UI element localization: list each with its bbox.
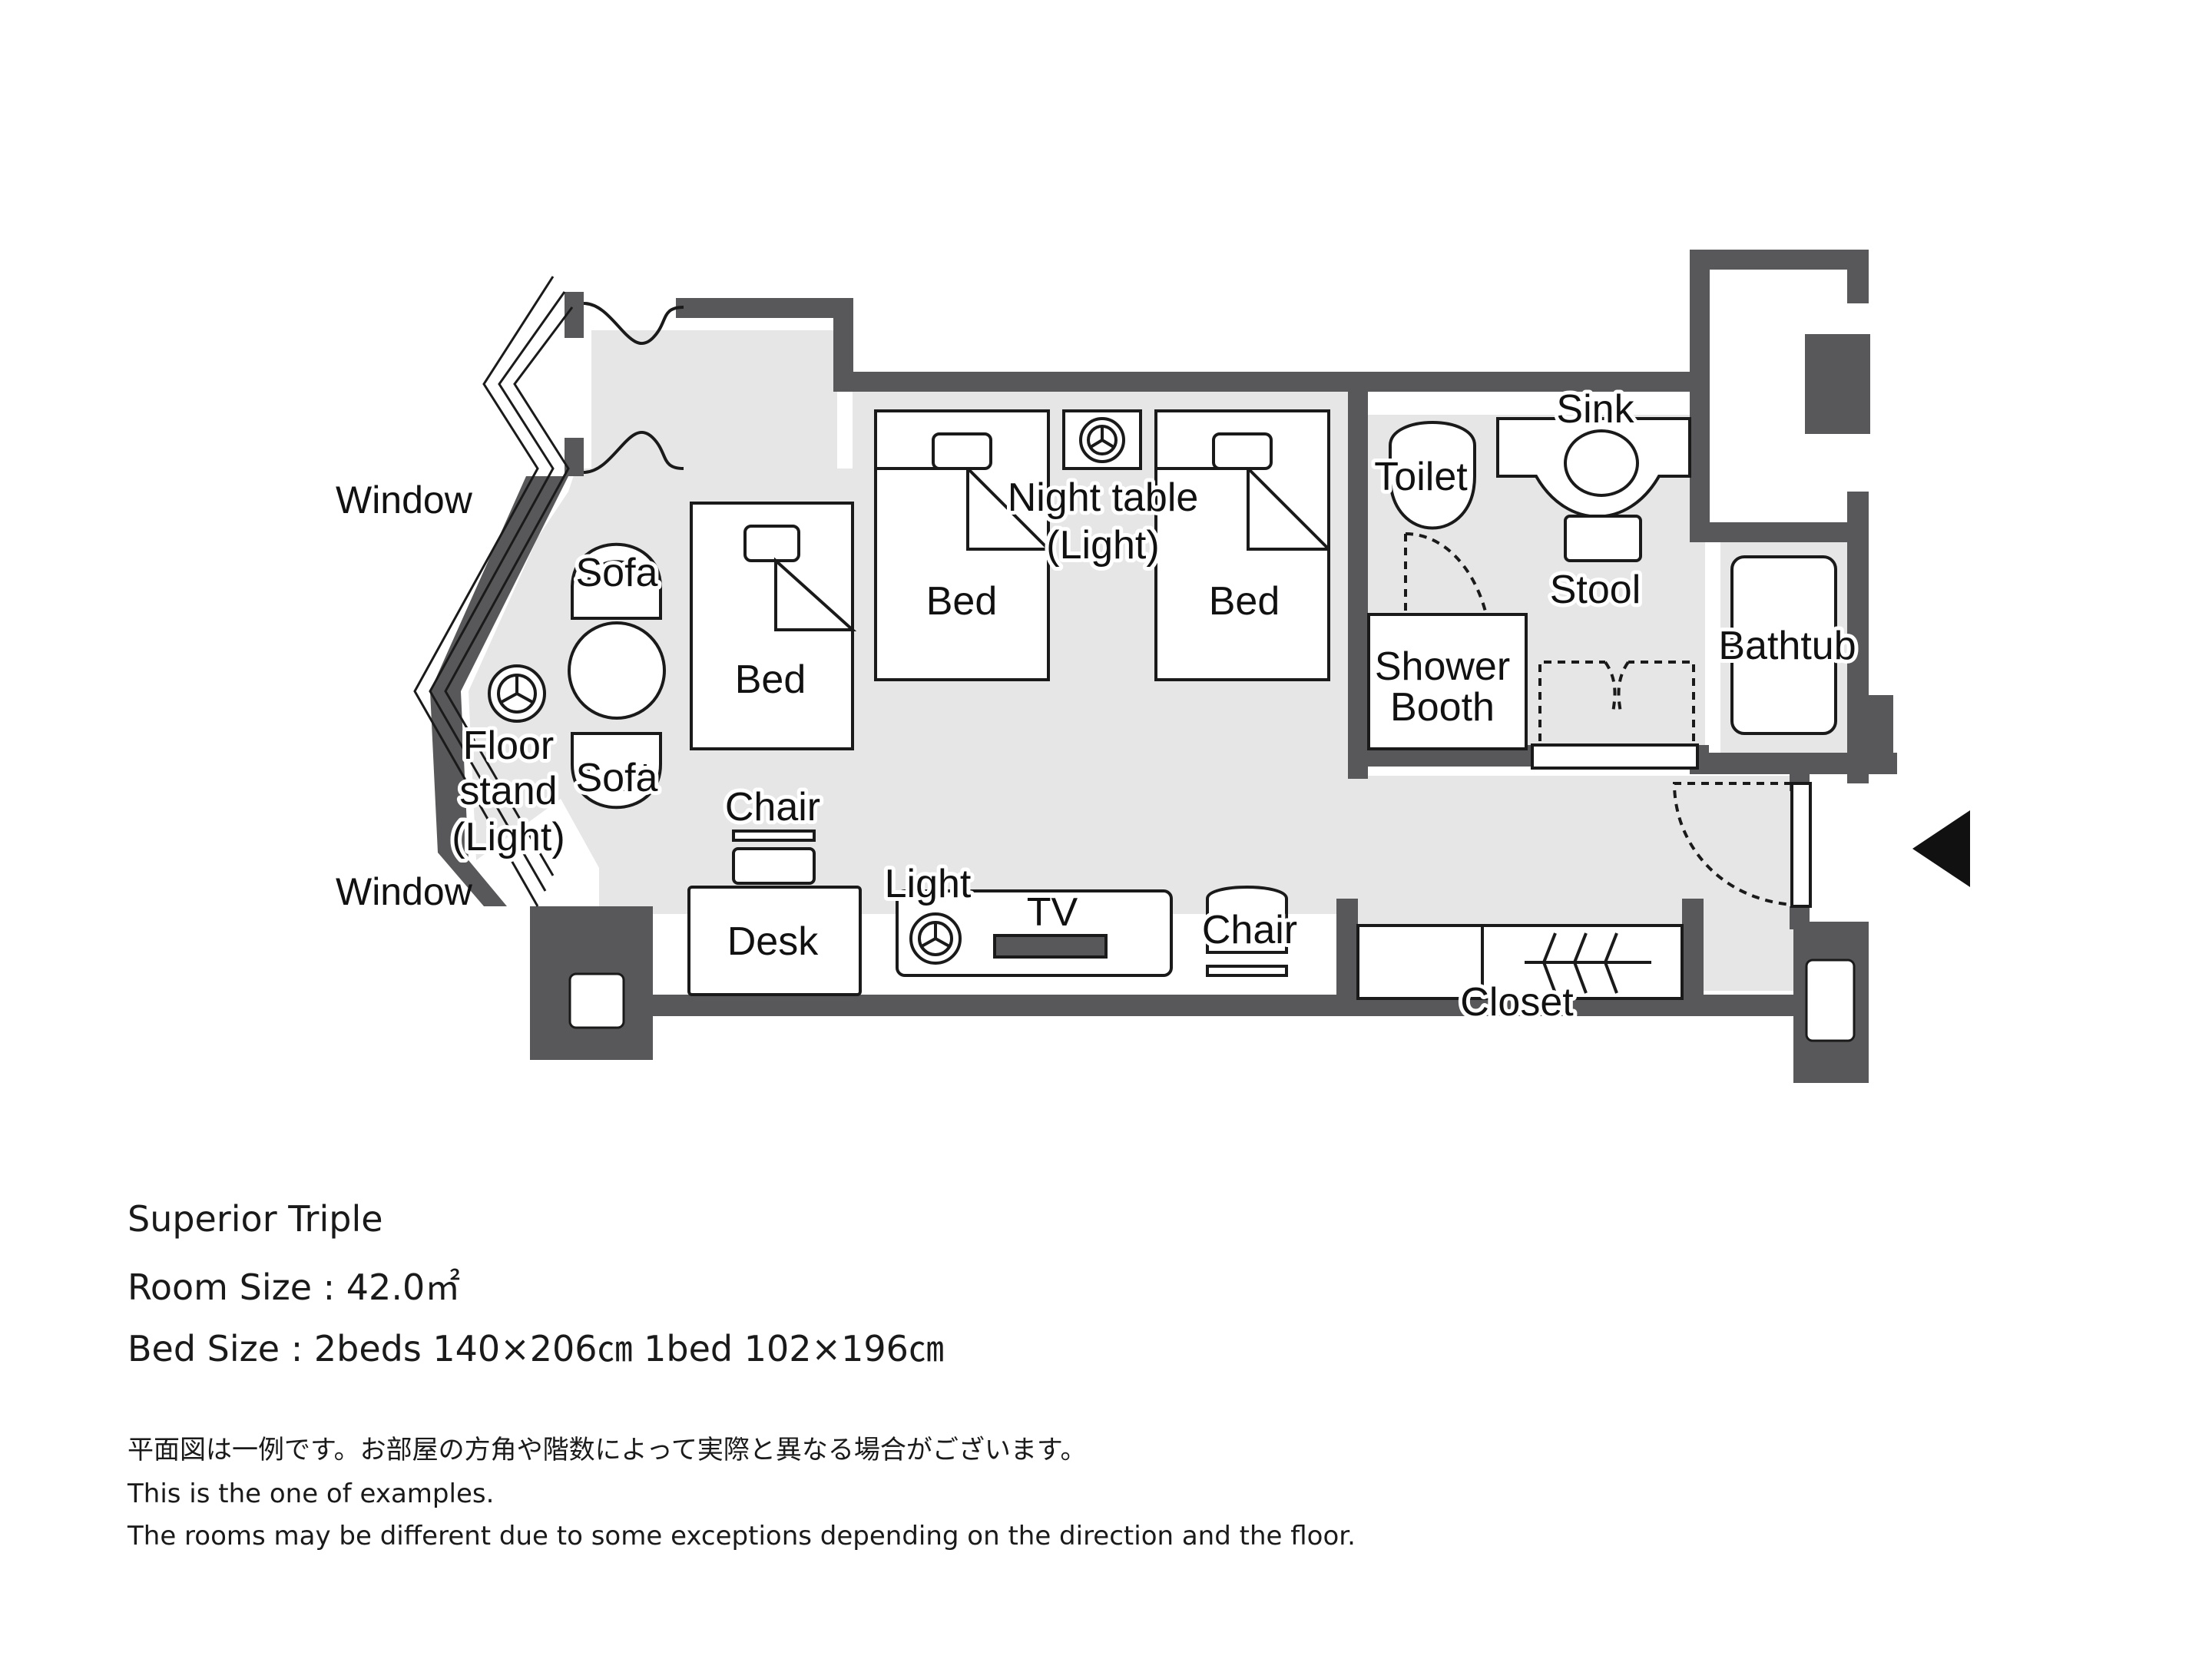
bathtub <box>1730 555 1837 735</box>
room-size: Room Size : 42.0㎡ <box>127 1267 461 1308</box>
floor-stand-light <box>488 664 546 723</box>
round-table <box>568 621 666 720</box>
night-table <box>1062 409 1142 470</box>
bathtub-label: Bathtub <box>1718 624 1856 668</box>
tv-label: TV <box>1027 890 1078 935</box>
closet <box>1356 924 1684 1000</box>
window-frame <box>413 276 574 907</box>
sofa-top <box>571 542 662 620</box>
stool <box>1564 515 1642 562</box>
shower-label-1: Shower <box>1375 644 1510 689</box>
columns <box>568 959 1856 1042</box>
entrance-arrow <box>1912 810 1970 887</box>
bed-label-single: Bed <box>735 657 806 702</box>
stool-label: Stool <box>1550 568 1641 612</box>
chair-right <box>1206 886 1288 977</box>
shower-label-2: Booth <box>1390 685 1495 730</box>
sofa-bottom <box>571 732 662 810</box>
bath-doors <box>1531 661 1699 770</box>
desk-light <box>909 912 962 965</box>
balcony-curtains <box>583 302 684 474</box>
bed-label-right: Bed <box>1209 579 1280 624</box>
chair-label-desk: Chair <box>725 785 820 830</box>
sink-label: Sink <box>1556 387 1634 432</box>
window-label-top: Window <box>336 478 473 522</box>
closet-label: Closet <box>1460 980 1574 1025</box>
bed-label-left: Bed <box>926 579 998 624</box>
floor-stand-label-2: stand <box>459 769 557 813</box>
sofa-label-top: Sofa <box>576 551 658 595</box>
desk-label: Desk <box>727 919 819 964</box>
light-label: Light <box>885 862 972 906</box>
walls <box>430 250 1897 1083</box>
tv-console <box>896 889 1173 977</box>
double-bed-left <box>874 409 1050 681</box>
note-english-2: The rooms may be different due to some e… <box>127 1521 1356 1551</box>
single-bed <box>690 502 857 750</box>
night-table-label-2: (Light) <box>1046 523 1159 568</box>
room-name: Superior Triple <box>127 1198 383 1240</box>
bed-size: Bed Size : 2beds 140×206㎝ 1bed 102×196㎝ <box>127 1328 944 1369</box>
window-label-bottom: Window <box>336 870 473 913</box>
chair-label-right: Chair <box>1202 908 1297 952</box>
night-table-label-1: Night table <box>1008 475 1199 520</box>
sofa-label-bottom: Sofa <box>576 756 658 800</box>
desk-chair <box>732 830 816 885</box>
desk <box>687 886 862 996</box>
note-japanese: 平面図は一例です。お部屋の方角や階数によって実際と異なる場合がございます。 <box>127 1435 1087 1465</box>
floor-stand-label-1: Floor <box>463 724 554 768</box>
toilet-label: Toilet <box>1374 455 1468 499</box>
double-bed-right <box>1154 409 1330 681</box>
floor-stand-label-3: (Light) <box>452 815 565 859</box>
note-english-1: This is the one of examples. <box>127 1479 495 1509</box>
entrance-door <box>1672 782 1812 908</box>
shower-booth <box>1367 532 1528 750</box>
toilet-fixture <box>1389 421 1476 530</box>
